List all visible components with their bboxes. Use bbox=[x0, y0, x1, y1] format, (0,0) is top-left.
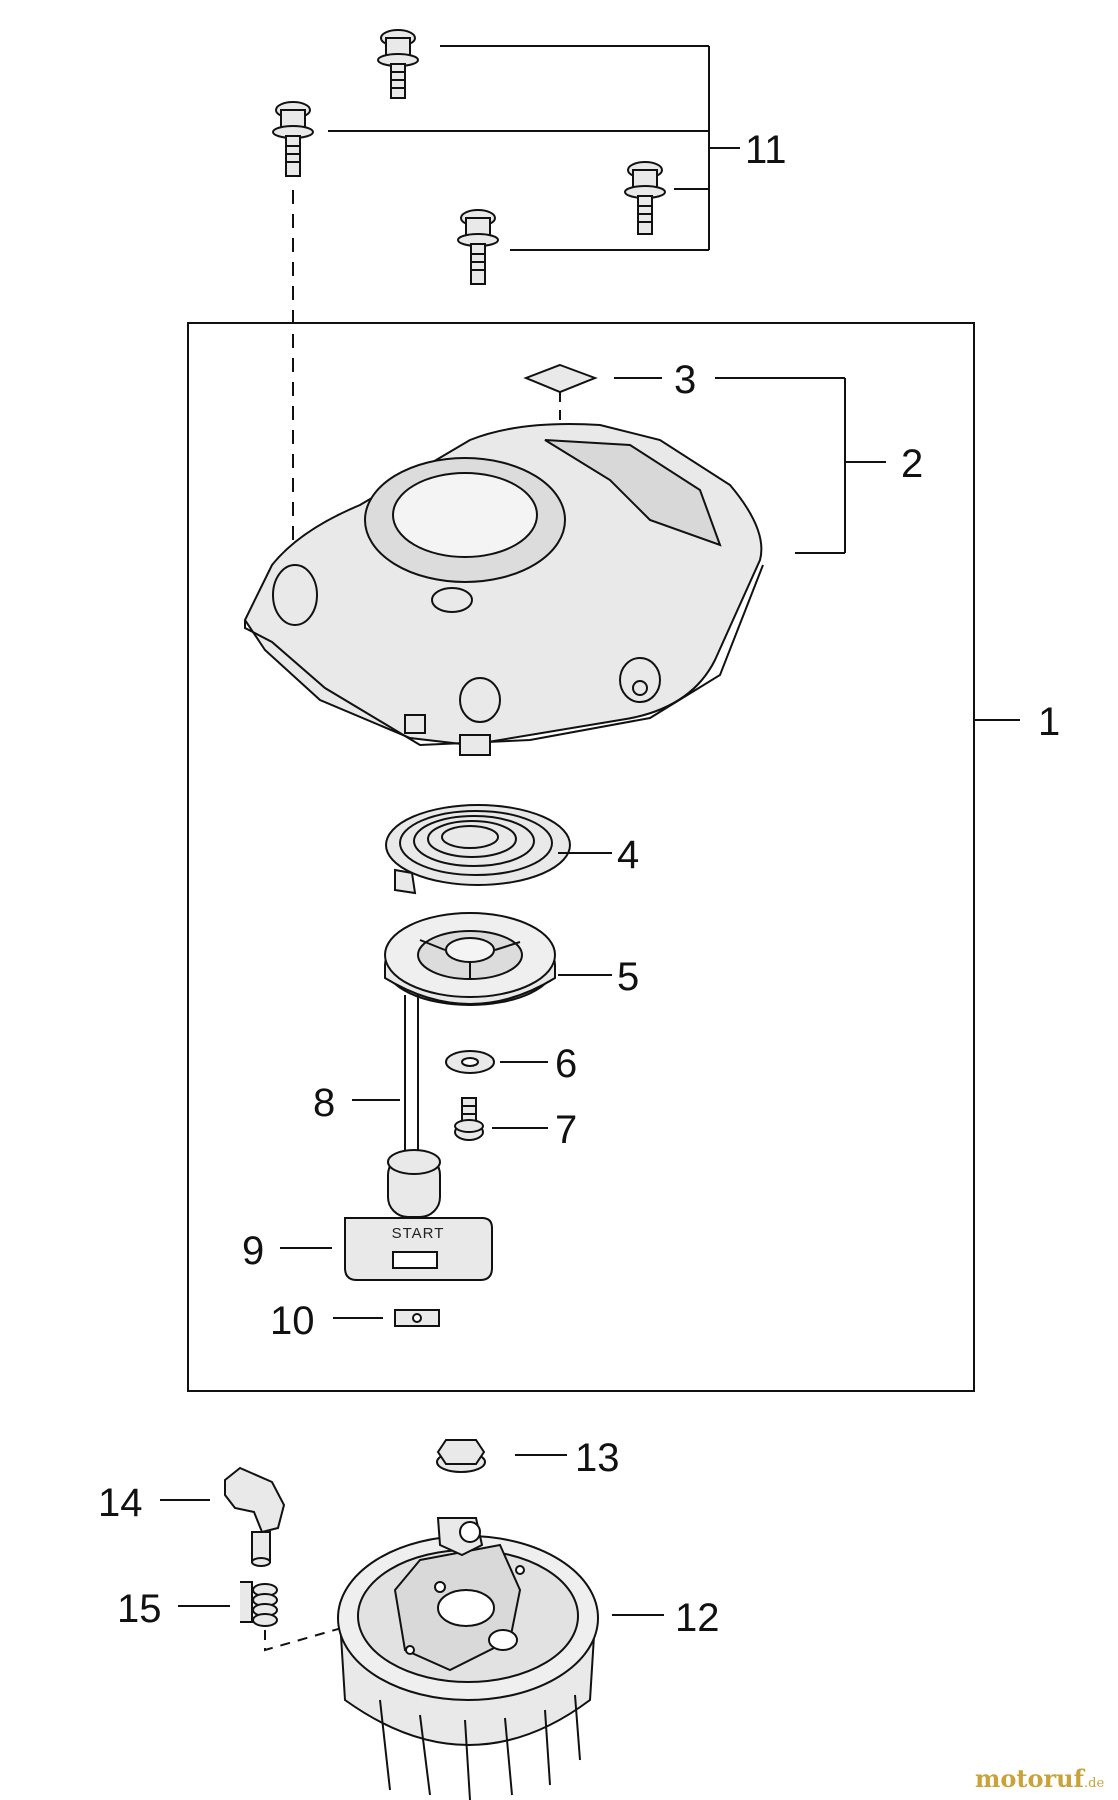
leader-11 bbox=[328, 45, 740, 251]
callout-2: 2 bbox=[901, 442, 923, 486]
callout-3: 3 bbox=[674, 358, 696, 402]
flywheel bbox=[337, 1517, 599, 1800]
callout-6: 6 bbox=[555, 1042, 577, 1086]
handle-insert bbox=[394, 1309, 440, 1327]
callout-15: 15 bbox=[117, 1587, 162, 1631]
bolt bbox=[454, 1097, 484, 1141]
starter-rope bbox=[404, 995, 419, 1160]
callout-11: 11 bbox=[745, 128, 787, 172]
handle-start-text: START bbox=[392, 1225, 445, 1242]
callout-14: 14 bbox=[98, 1481, 143, 1525]
callout-13: 13 bbox=[575, 1436, 620, 1480]
screw-11a bbox=[377, 29, 419, 99]
callout-9: 9 bbox=[242, 1229, 264, 1273]
callout-12: 12 bbox=[675, 1596, 720, 1640]
callout-4: 4 bbox=[617, 833, 639, 877]
label-3-part bbox=[523, 363, 598, 394]
screw-11d bbox=[457, 209, 499, 285]
pawl bbox=[224, 1466, 286, 1567]
flange-nut bbox=[436, 1439, 486, 1473]
callout-1: 1 bbox=[1038, 700, 1060, 744]
screw-11c bbox=[624, 161, 666, 235]
callout-7: 7 bbox=[555, 1108, 577, 1152]
washer bbox=[445, 1050, 495, 1074]
rope-pulley bbox=[384, 912, 556, 1006]
recoil-spring bbox=[385, 804, 571, 895]
callout-8: 8 bbox=[313, 1081, 335, 1125]
leader-2-3 bbox=[614, 377, 886, 554]
callout-10: 10 bbox=[270, 1299, 315, 1343]
screw-11b bbox=[272, 101, 314, 177]
watermark-suffix: .de bbox=[1084, 1776, 1104, 1791]
callout-5: 5 bbox=[617, 955, 639, 999]
pawl-spring bbox=[240, 1581, 278, 1627]
watermark-text: motoruf bbox=[975, 1764, 1086, 1793]
assembly-frame bbox=[187, 322, 975, 1392]
dashed-guide-15 bbox=[264, 1624, 353, 1652]
recoil-housing bbox=[243, 423, 764, 756]
start-handle bbox=[344, 1149, 493, 1281]
